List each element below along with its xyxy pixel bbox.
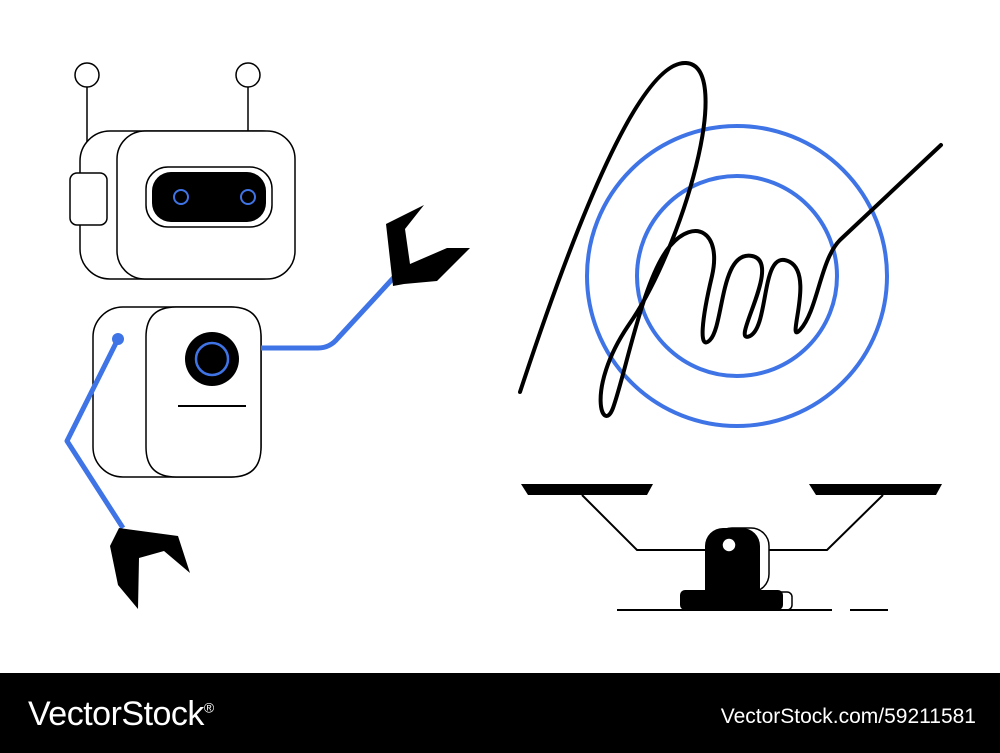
- outer-ring: [585, 124, 889, 428]
- image-reference: VectorStock.com/59211581: [720, 705, 976, 728]
- balance-scale-icon: [521, 484, 942, 611]
- robot-antennae: [74, 62, 261, 150]
- robot-left-arm: [64, 333, 190, 609]
- watermark-footer: VectorStock® VectorStock.com/59211581: [0, 673, 1000, 753]
- signature-icon: [518, 60, 943, 428]
- robot-right-arm: [261, 205, 470, 351]
- inner-ring: [635, 174, 839, 378]
- robot-body: [92, 306, 262, 478]
- signature-stroke: [518, 60, 943, 418]
- registered-mark: ®: [203, 699, 214, 716]
- scale-base: [617, 527, 888, 611]
- scale-pans: [521, 484, 942, 495]
- robot-icon: [64, 62, 470, 609]
- vectorstock-logo: VectorStock®: [28, 695, 214, 734]
- brand-name: VectorStock: [28, 695, 204, 733]
- robot-head: [69, 130, 296, 280]
- illustration: [64, 60, 943, 611]
